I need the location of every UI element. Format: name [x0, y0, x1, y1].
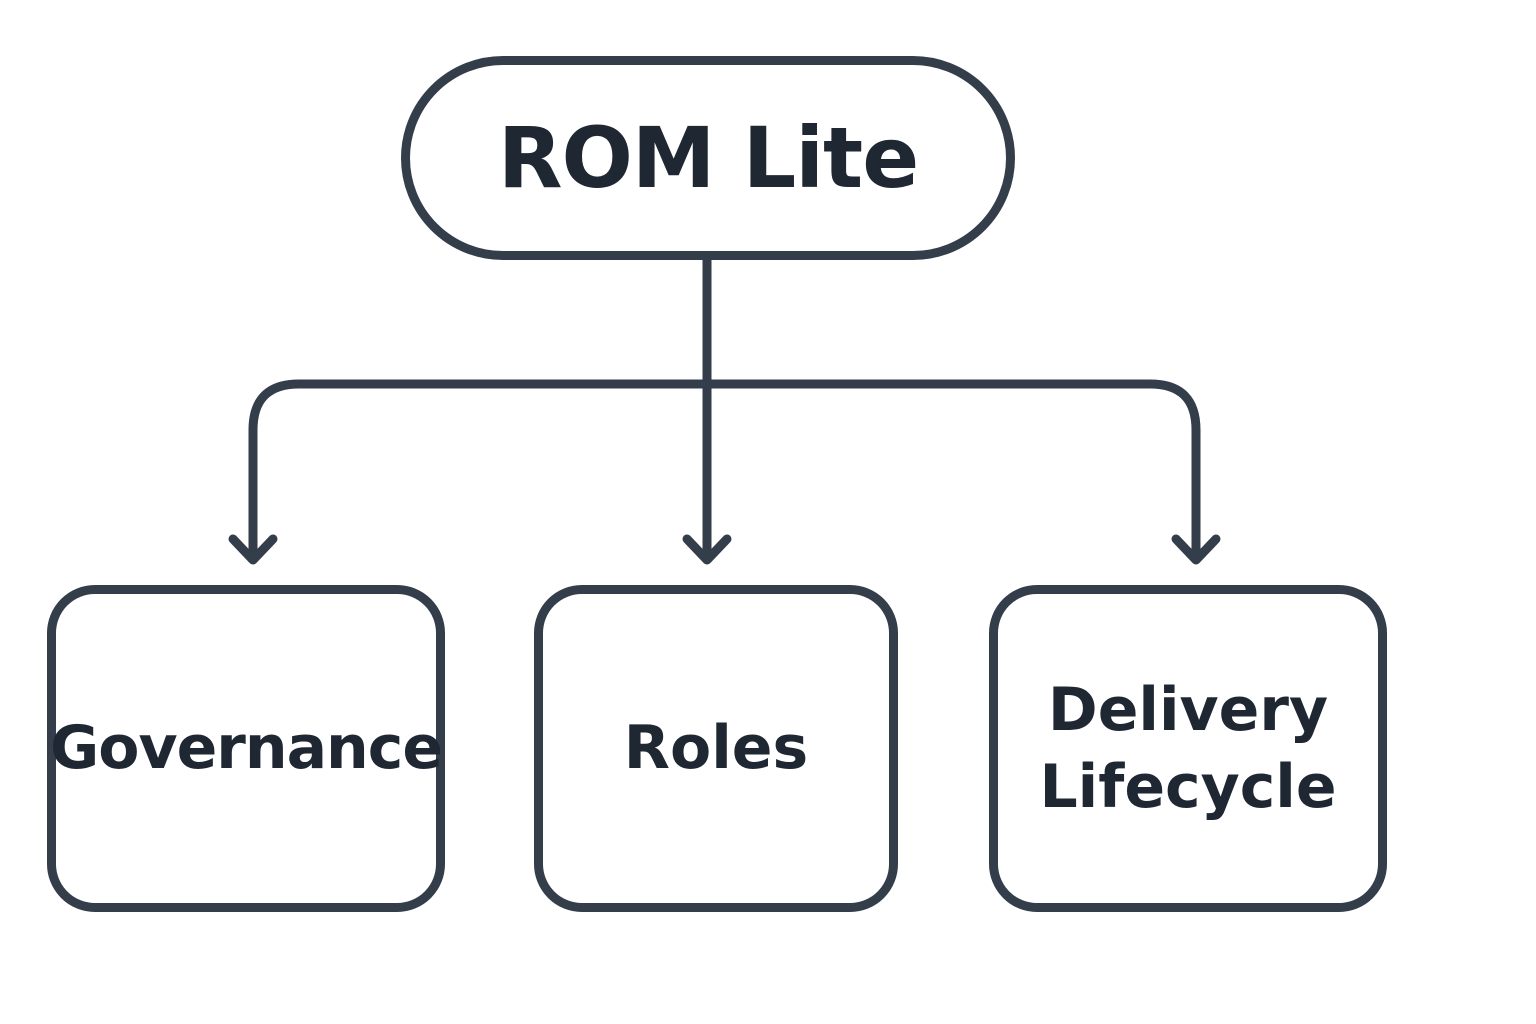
arrowhead-roles	[682, 534, 732, 565]
root-node: ROM Lite	[401, 56, 1015, 260]
child-node-label: Governance	[49, 713, 443, 784]
branch-connector	[248, 379, 1201, 563]
root-node-label: ROM Lite	[497, 109, 919, 207]
child-node-delivery-lifecycle: Delivery Lifecycle	[989, 585, 1387, 912]
child-node-governance: Governance	[47, 585, 445, 912]
arrowhead-delivery	[1171, 534, 1221, 565]
child-node-roles: Roles	[534, 585, 898, 912]
child-node-label: Delivery Lifecycle	[1039, 674, 1337, 822]
arrowhead-governance	[228, 534, 278, 565]
child-node-label: Roles	[623, 713, 809, 784]
